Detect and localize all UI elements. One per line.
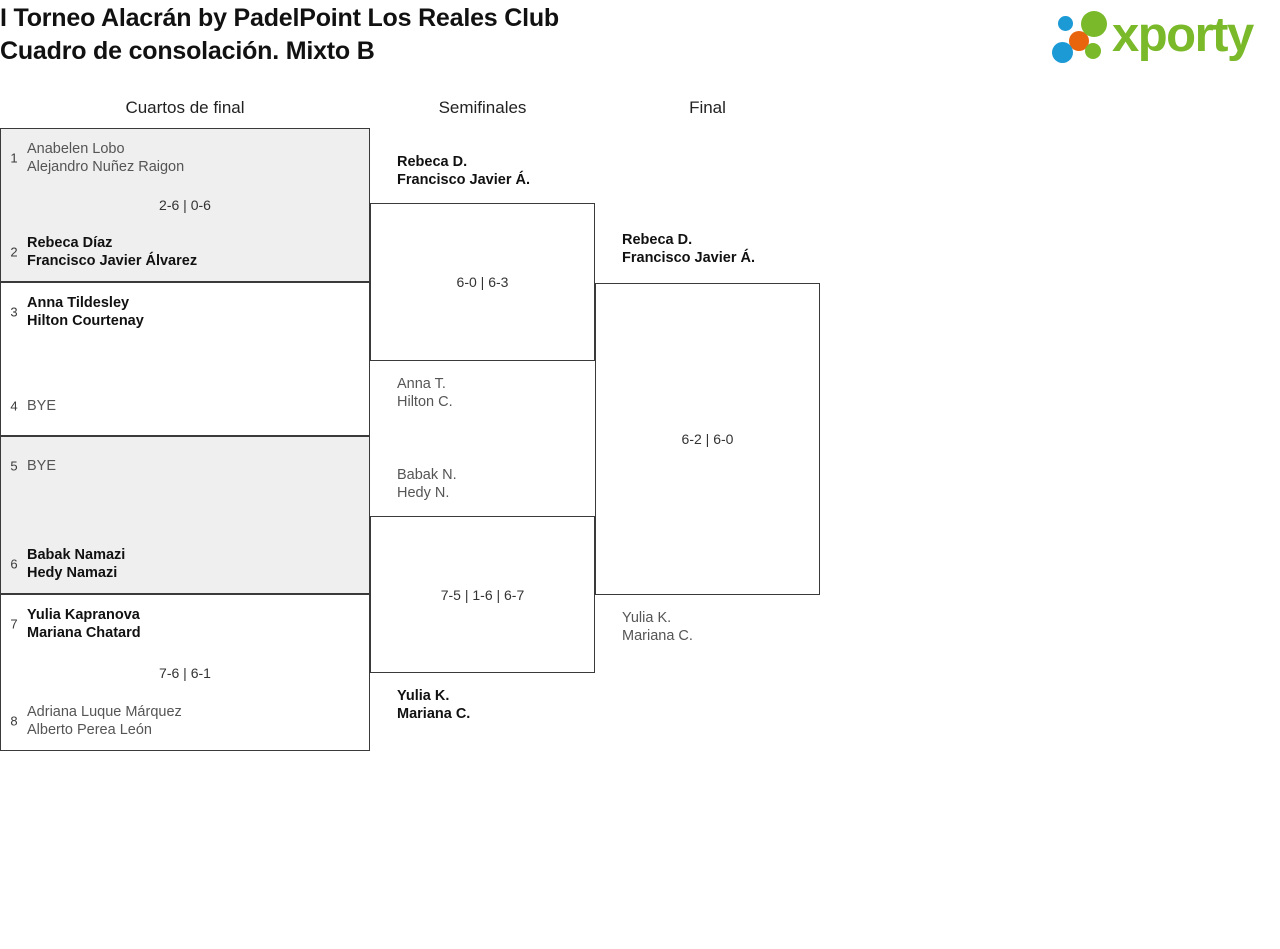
bracket-subtitle: Cuadro de consolación. Mixto B (0, 37, 375, 65)
match-slot-top[interactable]: 7 Yulia Kapranova Mariana Chatard (1, 601, 369, 647)
logo-dot-orange (1069, 31, 1089, 51)
match-slot-bottom[interactable]: Yulia K. Mariana C. (596, 604, 819, 650)
team-name: BYE (27, 458, 57, 474)
match-score: 2-6 | 0-6 (159, 197, 211, 213)
team-name: Rebeca D. Francisco Javier Á. (397, 154, 530, 188)
team-name: Yulia Kapranova Mariana Chatard (27, 607, 141, 641)
logo-dot-green-small (1085, 43, 1101, 59)
tournament-name: I Torneo Alacrán by PadelPoint Los Reale… (0, 4, 559, 32)
round-header-final: Final (689, 98, 726, 117)
match-semifinal-1[interactable]: Rebeca D. Francisco Javier Á. 6-0 | 6-3 … (370, 154, 595, 410)
round-header-quarterfinals: Cuartos de final (125, 98, 245, 117)
match-slot-top[interactable]: Rebeca D. Francisco Javier Á. (596, 226, 819, 272)
team-name: Anabelen Lobo Alejandro Nuñez Raigon (27, 141, 185, 175)
team-name: Adriana Luque Márquez Alberto Perea León (27, 704, 182, 738)
logo-dot-green-large (1081, 11, 1107, 37)
match-slot-top[interactable]: 3 Anna Tildesley Hilton Courtenay (1, 289, 369, 335)
team-name: Yulia K. Mariana C. (397, 688, 471, 722)
team-name: BYE (27, 398, 57, 414)
seed-number: 7 (10, 616, 18, 632)
seed-number: 5 (10, 458, 18, 474)
team-name: Yulia K. Mariana C. (622, 610, 693, 644)
seed-number: 2 (10, 244, 18, 260)
match-slot-top[interactable]: Rebeca D. Francisco Javier Á. (371, 148, 594, 194)
seed-number: 4 (10, 398, 18, 414)
seed-number: 3 (10, 304, 18, 320)
match-slot-top[interactable]: Babak N. Hedy N. (371, 461, 594, 507)
logo-dot-blue-large (1052, 42, 1073, 63)
page-title: I Torneo Alacrán by PadelPoint Los Reale… (0, 2, 559, 68)
match-slot-bottom[interactable]: 8 Adriana Luque Márquez Alberto Perea Le… (1, 698, 369, 744)
team-name: Anna Tildesley Hilton Courtenay (27, 295, 144, 329)
match-quarterfinal-1[interactable]: 1 Anabelen Lobo Alejandro Nuñez Raigon 2… (0, 128, 370, 282)
match-slot-top[interactable]: 1 Anabelen Lobo Alejandro Nuñez Raigon (1, 135, 369, 181)
match-score: 6-2 | 6-0 (681, 431, 734, 447)
match-score: 7-6 | 6-1 (159, 664, 211, 681)
match-quarterfinal-4[interactable]: 7 Yulia Kapranova Mariana Chatard 7-6 | … (0, 594, 370, 751)
seed-number: 1 (10, 150, 18, 166)
round-header-semifinals: Semifinales (438, 98, 527, 117)
match-slot-bottom[interactable]: 4 BYE (1, 383, 369, 429)
team-name: Anna T. Hilton C. (397, 376, 453, 410)
match-semifinal-2[interactable]: Babak N. Hedy N. 7-5 | 1-6 | 6-7 Yulia K… (370, 467, 595, 722)
match-quarterfinal-2[interactable]: 3 Anna Tildesley Hilton Courtenay 4 BYE (0, 282, 370, 436)
match-slot-top[interactable]: 5 BYE (1, 443, 369, 489)
seed-number: 8 (10, 713, 18, 729)
seed-number: 6 (10, 556, 18, 572)
match-slot-bottom[interactable]: Anna T. Hilton C. (371, 370, 594, 416)
team-name: Rebeca D. Francisco Javier Á. (622, 232, 755, 266)
match-slot-bottom[interactable]: Yulia K. Mariana C. (371, 682, 594, 728)
match-slot-bottom[interactable]: 6 Babak Namazi Hedy Namazi (1, 541, 369, 587)
xporty-dots-logo-icon (1050, 10, 1112, 63)
team-name: Babak Namazi Hedy Namazi (27, 547, 126, 581)
logo-wordmark: xporty (1112, 8, 1254, 62)
team-name: Babak N. Hedy N. (397, 467, 457, 501)
match-final[interactable]: Rebeca D. Francisco Javier Á. 6-2 | 6-0 … (595, 232, 820, 644)
match-score: 7-5 | 1-6 | 6-7 (440, 586, 525, 603)
logo-dot-blue-small (1058, 16, 1073, 31)
match-slot-bottom[interactable]: 2 Rebeca Díaz Francisco Javier Álvarez (1, 229, 369, 275)
team-name: Rebeca Díaz Francisco Javier Álvarez (27, 235, 198, 269)
match-quarterfinal-3[interactable]: 5 BYE 6 Babak Namazi Hedy Namazi (0, 436, 370, 594)
match-score: 6-0 | 6-3 (456, 274, 509, 290)
page-header: I Torneo Alacrán by PadelPoint Los Reale… (0, 0, 1280, 78)
xporty-logo[interactable]: xporty (1050, 8, 1276, 66)
